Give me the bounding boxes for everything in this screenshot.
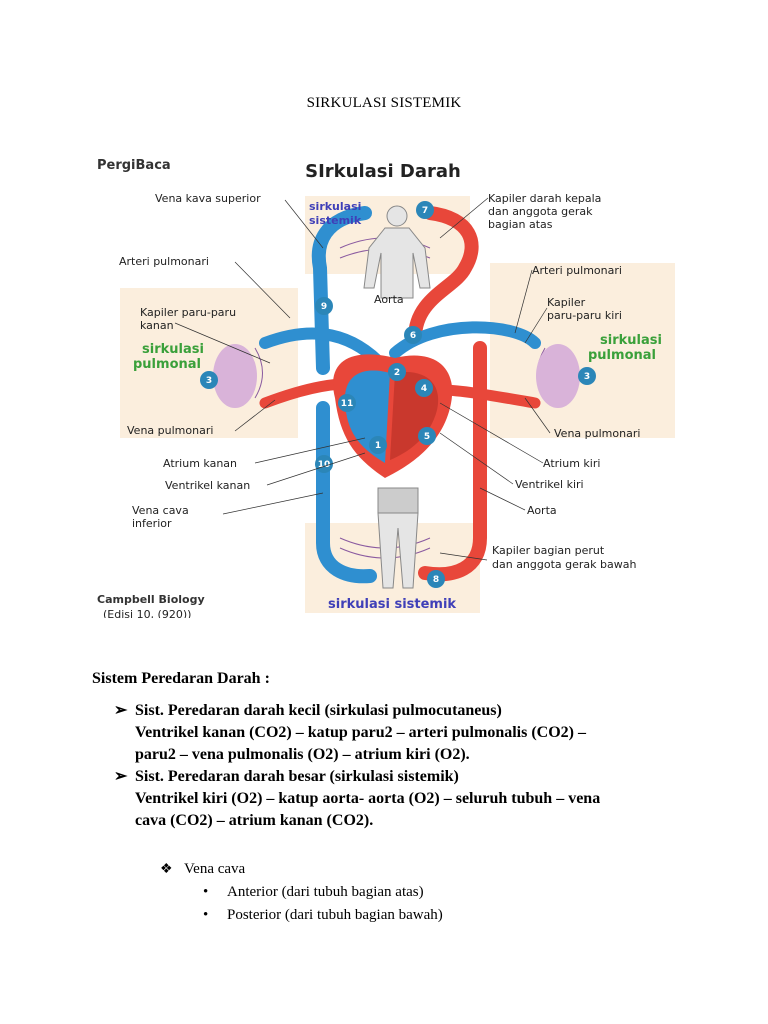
badge-10: 10 <box>315 455 333 473</box>
badge-11: 11 <box>338 394 356 412</box>
label-kapiler-paru-kiri-2: paru-paru kiri <box>547 309 622 322</box>
label-atrium-kiri: Atrium kiri <box>543 457 600 470</box>
svg-text:8: 8 <box>433 575 439 585</box>
number-badges: 1 2 3 3 4 5 6 7 8 9 10 11 <box>200 201 596 588</box>
label-kapiler-kepala-3: bagian atas <box>488 218 553 231</box>
badge-5: 5 <box>418 427 436 445</box>
label-ventrikel-kiri: Ventrikel kiri <box>515 478 584 491</box>
svg-text:6: 6 <box>410 331 416 341</box>
label-arteri-pulmonari-left: Arteri pulmonari <box>119 255 209 268</box>
label-vena-kava-superior: Vena kava superior <box>155 192 261 205</box>
diamond-bullet-icon: ❖ <box>160 862 173 877</box>
svg-text:2: 2 <box>394 368 400 378</box>
svg-text:10: 10 <box>318 460 331 470</box>
label-aorta-center: Aorta <box>374 293 404 306</box>
right-lung <box>213 344 257 408</box>
svg-text:9: 9 <box>321 302 327 312</box>
vena-cava-heading: ❖ Vena cava <box>160 858 443 881</box>
section-heading: Sistem Peredaran Darah : <box>92 670 270 687</box>
source-label-1: Campbell Biology <box>97 593 205 606</box>
bullet-line: cava (CO2) – atrium kanan (CO2). <box>135 812 374 829</box>
label-atrium-kanan: Atrium kanan <box>163 457 237 470</box>
list-item-text: Anterior (dari tubuh bagian atas) <box>227 884 424 900</box>
bullet-line: Ventrikel kiri (O2) – katup aorta- aorta… <box>135 790 601 807</box>
bullet-line: Sist. Peredaran darah besar (sirkulasi s… <box>135 768 459 785</box>
bullet-item-large-circulation: ➢ Sist. Peredaran darah besar (sirkulasi… <box>92 766 692 832</box>
svg-text:11: 11 <box>341 399 354 409</box>
svg-text:4: 4 <box>421 384 427 394</box>
label-kapiler-kepala-2: dan anggota gerak <box>488 205 593 218</box>
document-title: SIRKULASI SISTEMIK <box>306 95 462 111</box>
bullet-list: ➢ Sist. Peredaran darah kecil (sirkulasi… <box>92 700 692 832</box>
label-vena-pulmonari-right: Vena pulmonari <box>554 427 640 440</box>
publisher-label: PergiBaca <box>97 158 171 173</box>
circulation-diagram: 1 2 3 3 4 5 6 7 8 9 10 11 PergiBaca SIrk… <box>95 148 685 618</box>
label-sirkulasi-pulmonal-left-2: pulmonal <box>133 357 201 372</box>
badge-8: 8 <box>427 570 445 588</box>
vena-cava-label: Vena cava <box>184 861 246 877</box>
list-item-text: Posterior (dari tubuh bagian bawah) <box>227 907 443 923</box>
arrow-bullet-icon: ➢ <box>114 702 128 719</box>
label-sirkulasi-sistemik-top-1: sirkulasi <box>309 200 361 213</box>
bullet-line: paru2 – vena pulmonalis (O2) – atrium ki… <box>135 746 470 763</box>
bullet-item-small-circulation: ➢ Sist. Peredaran darah kecil (sirkulasi… <box>92 700 692 766</box>
badge-7: 7 <box>416 201 434 219</box>
badge-6: 6 <box>404 326 422 344</box>
label-kapiler-perut-1: Kapiler bagian perut <box>492 544 605 557</box>
label-kapiler-perut-2: dan anggota gerak bawah <box>492 558 636 571</box>
label-ventrikel-kanan: Ventrikel kanan <box>165 479 250 492</box>
upper-body-figure <box>363 205 431 299</box>
right-lung-panel <box>490 263 675 438</box>
label-kapiler-paru-kanan-2: kanan <box>140 319 174 332</box>
badge-9: 9 <box>315 297 333 315</box>
svg-text:5: 5 <box>424 432 430 442</box>
label-sirkulasi-sistemik-bottom: sirkulasi sistemik <box>328 597 456 612</box>
badge-4: 4 <box>415 379 433 397</box>
label-kapiler-paru-kiri-1: Kapiler <box>547 296 586 309</box>
label-kapiler-paru-kanan-1: Kapiler paru-paru <box>140 306 236 319</box>
label-arteri-pulmonari-right: Arteri pulmonari <box>532 264 622 277</box>
source-label-2: (Edisi 10, (920)) <box>103 608 191 618</box>
bullet-line: Ventrikel kanan (CO2) – katup paru2 – ar… <box>135 724 586 741</box>
vena-cava-section: ❖ Vena cava • Anterior (dari tubuh bagia… <box>160 858 443 927</box>
left-lung <box>536 344 580 408</box>
label-vena-pulmonari-left: Vena pulmonari <box>127 424 213 437</box>
svg-text:3: 3 <box>206 376 212 386</box>
badge-3-left: 3 <box>200 371 218 389</box>
bullet-line: Sist. Peredaran darah kecil (sirkulasi p… <box>135 702 502 719</box>
label-vena-cava-inferior-2: inferior <box>132 517 172 530</box>
svg-text:7: 7 <box>422 206 428 216</box>
dot-bullet-icon: • <box>203 884 209 900</box>
leader-lines <box>174 197 551 561</box>
label-vena-cava-inferior-1: Vena cava <box>132 504 189 517</box>
label-aorta-right: Aorta <box>527 504 557 517</box>
list-item: • Anterior (dari tubuh bagian atas) <box>203 881 443 904</box>
dot-bullet-icon: • <box>203 907 209 923</box>
label-sirkulasi-sistemik-top-2: sistemik <box>309 214 362 227</box>
badge-2: 2 <box>388 363 406 381</box>
figure-heading: SIrkulasi Darah <box>305 161 461 182</box>
label-sirkulasi-pulmonal-right-2: pulmonal <box>588 348 656 363</box>
label-sirkulasi-pulmonal-left-1: sirkulasi <box>142 342 204 357</box>
body-text: Sistem Peredaran Darah : ➢ Sist. Peredar… <box>92 668 692 832</box>
list-item: • Posterior (dari tubuh bagian bawah) <box>203 904 443 927</box>
lower-body-figure <box>377 487 419 589</box>
svg-text:1: 1 <box>375 441 381 451</box>
arrow-bullet-icon: ➢ <box>114 768 128 785</box>
circulation-diagram-svg: 1 2 3 3 4 5 6 7 8 9 10 11 PergiBaca SIrk… <box>97 158 675 618</box>
svg-text:3: 3 <box>584 372 590 382</box>
vena-cava-list: • Anterior (dari tubuh bagian atas) • Po… <box>160 881 443 927</box>
left-lung-panel <box>120 288 298 438</box>
badge-1: 1 <box>369 436 387 454</box>
label-sirkulasi-pulmonal-right-1: sirkulasi <box>600 333 662 348</box>
badge-3-right: 3 <box>578 367 596 385</box>
label-kapiler-kepala-1: Kapiler darah kepala <box>488 192 601 205</box>
